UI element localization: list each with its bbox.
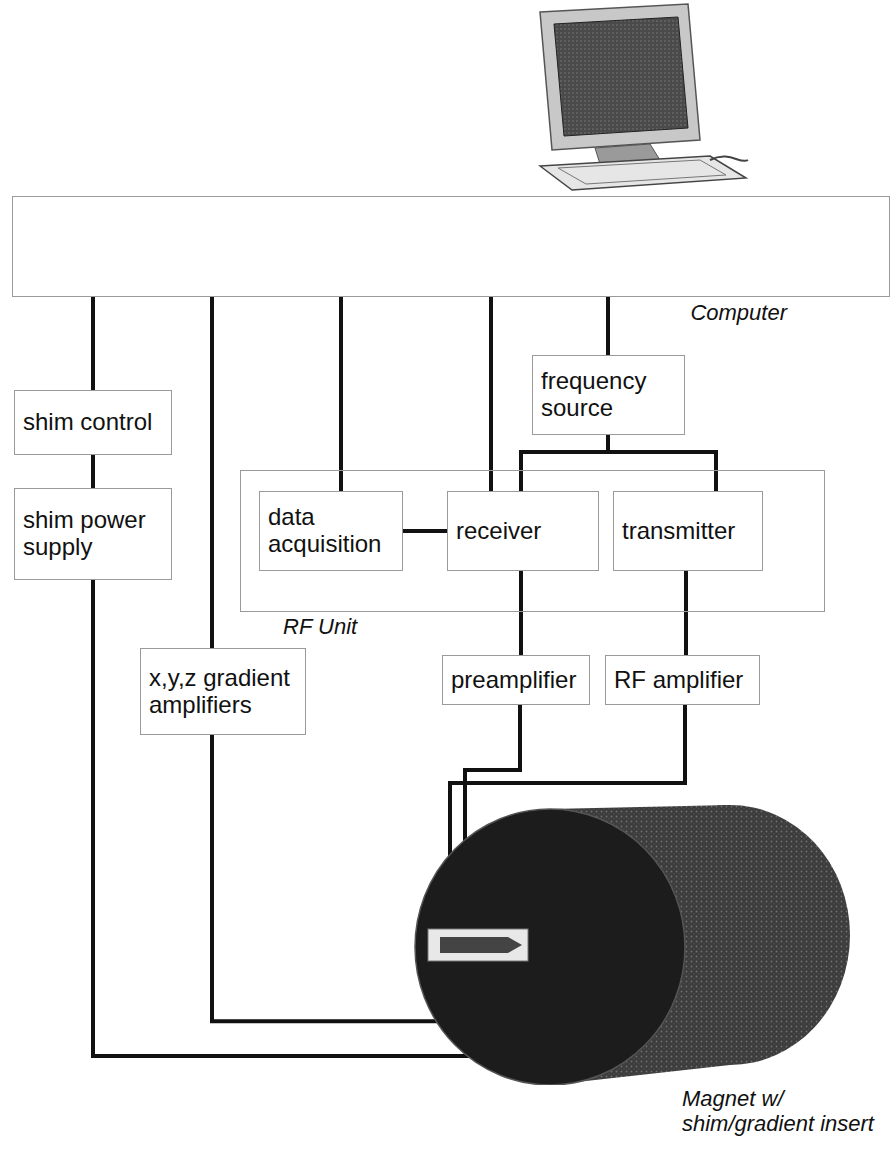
process-box: receiver [447,491,599,571]
magnet-illustration [400,795,860,1085]
unit-label: RF Unit [281,614,359,639]
signal-line [91,455,95,488]
computer-illustration [500,0,750,195]
process-box: frequency source [532,355,685,435]
box-label: x,y,z gradient amplifiers [149,665,297,719]
signal-line [606,297,610,355]
process-box: data acquisition [259,491,403,571]
monitor-case [540,4,700,150]
unit-label: Magnet w/ shim/gradient insert [680,1086,880,1137]
computer-box: Computer [12,196,890,297]
process-box: shim control [14,390,172,455]
signal-line [212,735,501,1021]
box-label: preamplifier [451,667,581,694]
unit-label: Computer [688,300,789,325]
keyboard [540,156,746,190]
signal-line [403,529,447,533]
magnet-cylinder: Magnet w/ shim/gradient insert [400,795,860,1085]
signal-line [521,435,608,491]
probe [440,937,522,953]
signal-line [519,571,523,655]
cable [710,156,748,161]
process-box: shim power supply [14,488,172,580]
keyboard-keys [558,160,726,184]
box-label: data acquisition [268,504,394,558]
signal-line [93,580,520,1056]
box-label: RF amplifier [614,667,751,694]
signal-line [489,297,493,491]
box-label: receiver [456,518,590,545]
magnet-body [550,805,730,1085]
signal-line [465,705,520,870]
box-label: shim power supply [23,507,163,561]
monitor-screen [554,17,688,136]
amplifier-box: RF amplifier [605,655,760,705]
process-box: transmitter [613,491,763,571]
signal-line [210,297,214,648]
signal-line [684,571,688,655]
unit-band: RF Unitdata acquisitionreceivertransmitt… [240,470,825,612]
signal-line [608,435,716,491]
signal-line [91,297,95,390]
box-label: frequency source [541,368,676,422]
box-label: transmitter [622,518,754,545]
amplifier-box: preamplifier [442,655,590,705]
probe-holder [428,929,528,961]
amplifier-box: x,y,z gradient amplifiers [140,648,306,735]
signal-line [339,297,343,491]
magnet-back [610,805,850,1065]
box-label: shim control [23,409,163,436]
signal-line [450,705,685,880]
magnet-face [415,809,685,1085]
